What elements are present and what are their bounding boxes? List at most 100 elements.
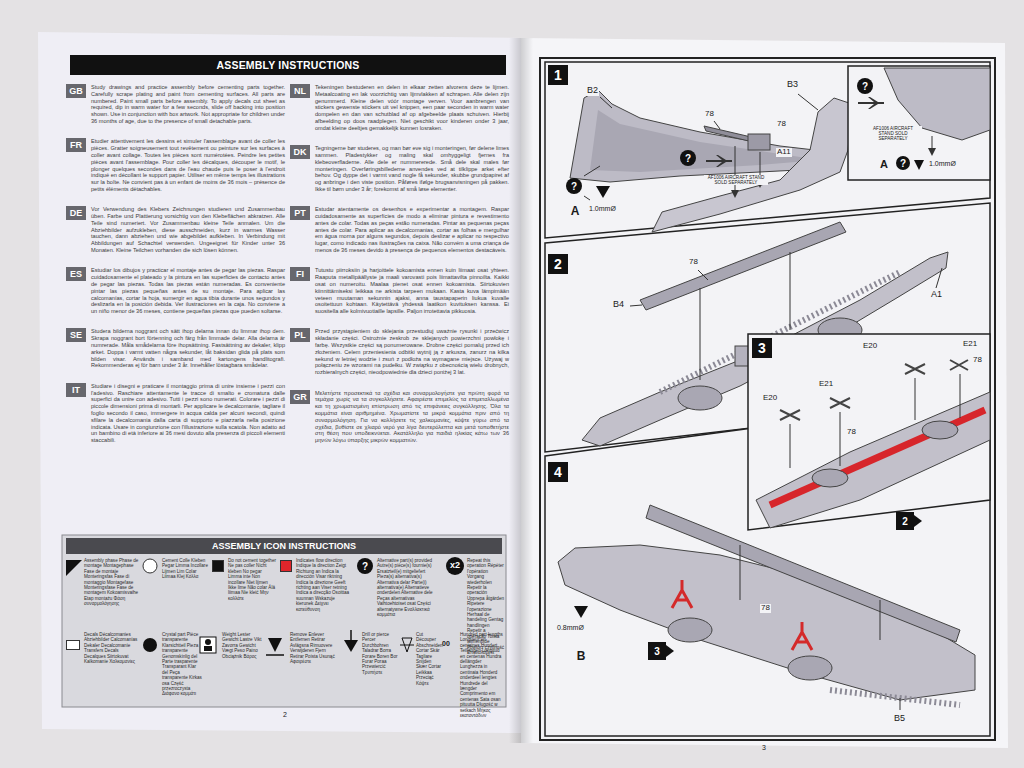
part-label: 0.8mmØ xyxy=(556,624,585,632)
step-4-panel xyxy=(672,580,692,608)
stand-inset xyxy=(928,148,936,156)
icon-legend-text: Cement Colle Kleben Pegar Limma Incollar… xyxy=(162,558,208,580)
step-4-panel xyxy=(900,698,901,710)
language-block: FITutustu piirroksiin ja harjoittele kok… xyxy=(290,267,510,315)
language-block: PTEstudar atentamente os desenhos e expe… xyxy=(290,206,510,254)
step-1-panel xyxy=(714,121,720,129)
icon-symbol-text: ? xyxy=(362,561,368,572)
icon-legend-text: Remove Enlever Entfernen Retirar Avlägsn… xyxy=(290,632,338,664)
part-label: A1 xyxy=(930,290,943,300)
step-3-panel xyxy=(812,469,848,487)
part-label: E21 xyxy=(818,380,834,389)
icon-panel xyxy=(400,645,414,646)
part-label: E20 xyxy=(862,342,878,351)
instruction-paragraph: Vor Verwendung des Klebers Zeichnungen s… xyxy=(91,206,285,254)
part-label: A xyxy=(570,205,581,218)
icon-legend-text: Decals Décalcomanies Abziehbilder Calcom… xyxy=(84,632,140,664)
instruction-paragraph: Tegningerne bør studeres, og man bør eve… xyxy=(315,145,509,193)
part-label: 78 xyxy=(846,428,857,437)
legend-swatch xyxy=(280,560,292,572)
step-1-panel xyxy=(706,155,732,167)
instruction-paragraph: Studera bilderna noggrant och sätt ihop … xyxy=(91,328,285,369)
icon-panel xyxy=(357,558,373,574)
step-3-panel xyxy=(748,334,990,530)
stand-note: AF1006 AIRCRAFT STAND SOLD SEPARATELY xyxy=(704,175,768,185)
step-4-panel xyxy=(830,690,960,705)
stand-inset xyxy=(848,66,990,180)
language-block: NLTekeningen bestuderen en delen in elka… xyxy=(290,84,510,132)
stand-inset xyxy=(848,66,990,180)
language-code: DK xyxy=(290,145,310,159)
icon-legend-text: Weight Lester Gewicht Lastre Vikt Zavorr… xyxy=(222,632,266,659)
step-1-panel xyxy=(748,134,770,150)
step-3-panel xyxy=(840,412,841,466)
instruction-paragraph: Estudiar los dibujos y practicar el mont… xyxy=(91,267,285,315)
stand-inset xyxy=(857,78,873,94)
page-fold xyxy=(509,38,533,743)
icon-legend-text: Do not cement together Ne pas coller Nic… xyxy=(228,558,276,601)
step-3-panel xyxy=(960,374,961,418)
step-number: 2 xyxy=(548,254,568,274)
part-label: 78 xyxy=(688,258,699,267)
icon-panel xyxy=(350,630,352,640)
step-2-panel xyxy=(640,222,846,310)
step-4-panel xyxy=(666,645,674,657)
part-label: B2 xyxy=(586,86,599,96)
icon-legend-text: Indicates flow direction Indique la dire… xyxy=(296,558,352,612)
part-label: 1.0mmØ xyxy=(588,205,617,213)
language-code: FR xyxy=(66,138,86,152)
stand-inset xyxy=(858,97,884,109)
instruction-paragraph: Study drawings and practice assembly bef… xyxy=(91,84,285,125)
icon-panel xyxy=(205,639,211,645)
part-label: 78 xyxy=(760,604,771,613)
step-3-panel xyxy=(896,512,914,530)
icon-panel xyxy=(62,535,506,707)
title-bar: ASSEMBLY INSTRUCTIONS xyxy=(70,55,506,75)
legend-swatch xyxy=(66,640,80,650)
step-2-panel xyxy=(678,386,722,410)
step-1-panel xyxy=(584,196,590,200)
step-1-panel xyxy=(596,186,610,198)
step-2-panel xyxy=(700,288,701,380)
instruction-paragraph: Tekeningen bestuderen en delen in elkaar… xyxy=(315,84,509,132)
part-label: 2 xyxy=(283,711,287,719)
step-2-panel xyxy=(790,252,791,330)
step-1-panel xyxy=(600,97,612,108)
part-label: B xyxy=(576,650,587,663)
language-block: GRΜελετήστε προσεκτικά τα σχέδια και συν… xyxy=(290,390,510,445)
step-number-text: 1 xyxy=(554,65,562,85)
heading-text: ASSEMBLY INSTRUCTIONS xyxy=(212,57,363,73)
icon-legend-text: Cut Découper Abschneiden Cortar Skär Tag… xyxy=(416,632,442,686)
part-label: 78 xyxy=(776,120,787,129)
left-page xyxy=(38,32,521,733)
step-1-panel xyxy=(731,190,739,198)
language-code: DE xyxy=(66,206,86,220)
icon-panel-header: ASSEMBLY ICON INSTRUCTIONS xyxy=(66,538,502,554)
step-1-panel xyxy=(798,94,818,110)
language-block: PLPrzed przystąpieniem do sklejania prze… xyxy=(290,328,510,376)
instruction-paragraph: Studiare i disegni e praticare il montag… xyxy=(91,383,285,444)
instruction-paragraph: Przed przystąpieniem do sklejania przest… xyxy=(315,328,509,376)
stand-note: AF1006 AIRCRAFT STAND SOLD SEPARATELY xyxy=(864,126,922,141)
icon-legend-text: Drill or pierce Percer Durchbohren Talad… xyxy=(362,632,400,675)
legend-swatch xyxy=(212,560,224,572)
step-4-panel xyxy=(668,618,712,642)
heading-text: ASSEMBLY ICON INSTRUCTIONS xyxy=(208,540,360,552)
language-block: ES Estudiar los dibujos y practicar el mo… xyxy=(66,267,286,315)
icon-panel xyxy=(344,640,358,652)
step-3-panel xyxy=(756,392,990,528)
step-1-panel xyxy=(680,150,696,166)
icon-panel xyxy=(204,646,212,651)
icon-legend-text: Alternative part(s) provided Autre(s) pi… xyxy=(377,558,439,617)
right-page xyxy=(521,38,1008,748)
step-number-text: 2 xyxy=(554,254,562,274)
icon-panel xyxy=(200,637,216,653)
language-code: PT xyxy=(290,206,310,220)
part-label: 3 xyxy=(762,744,766,752)
step-4-panel xyxy=(646,505,960,642)
step-3-panel xyxy=(780,360,968,420)
language-code: ES xyxy=(66,267,86,281)
